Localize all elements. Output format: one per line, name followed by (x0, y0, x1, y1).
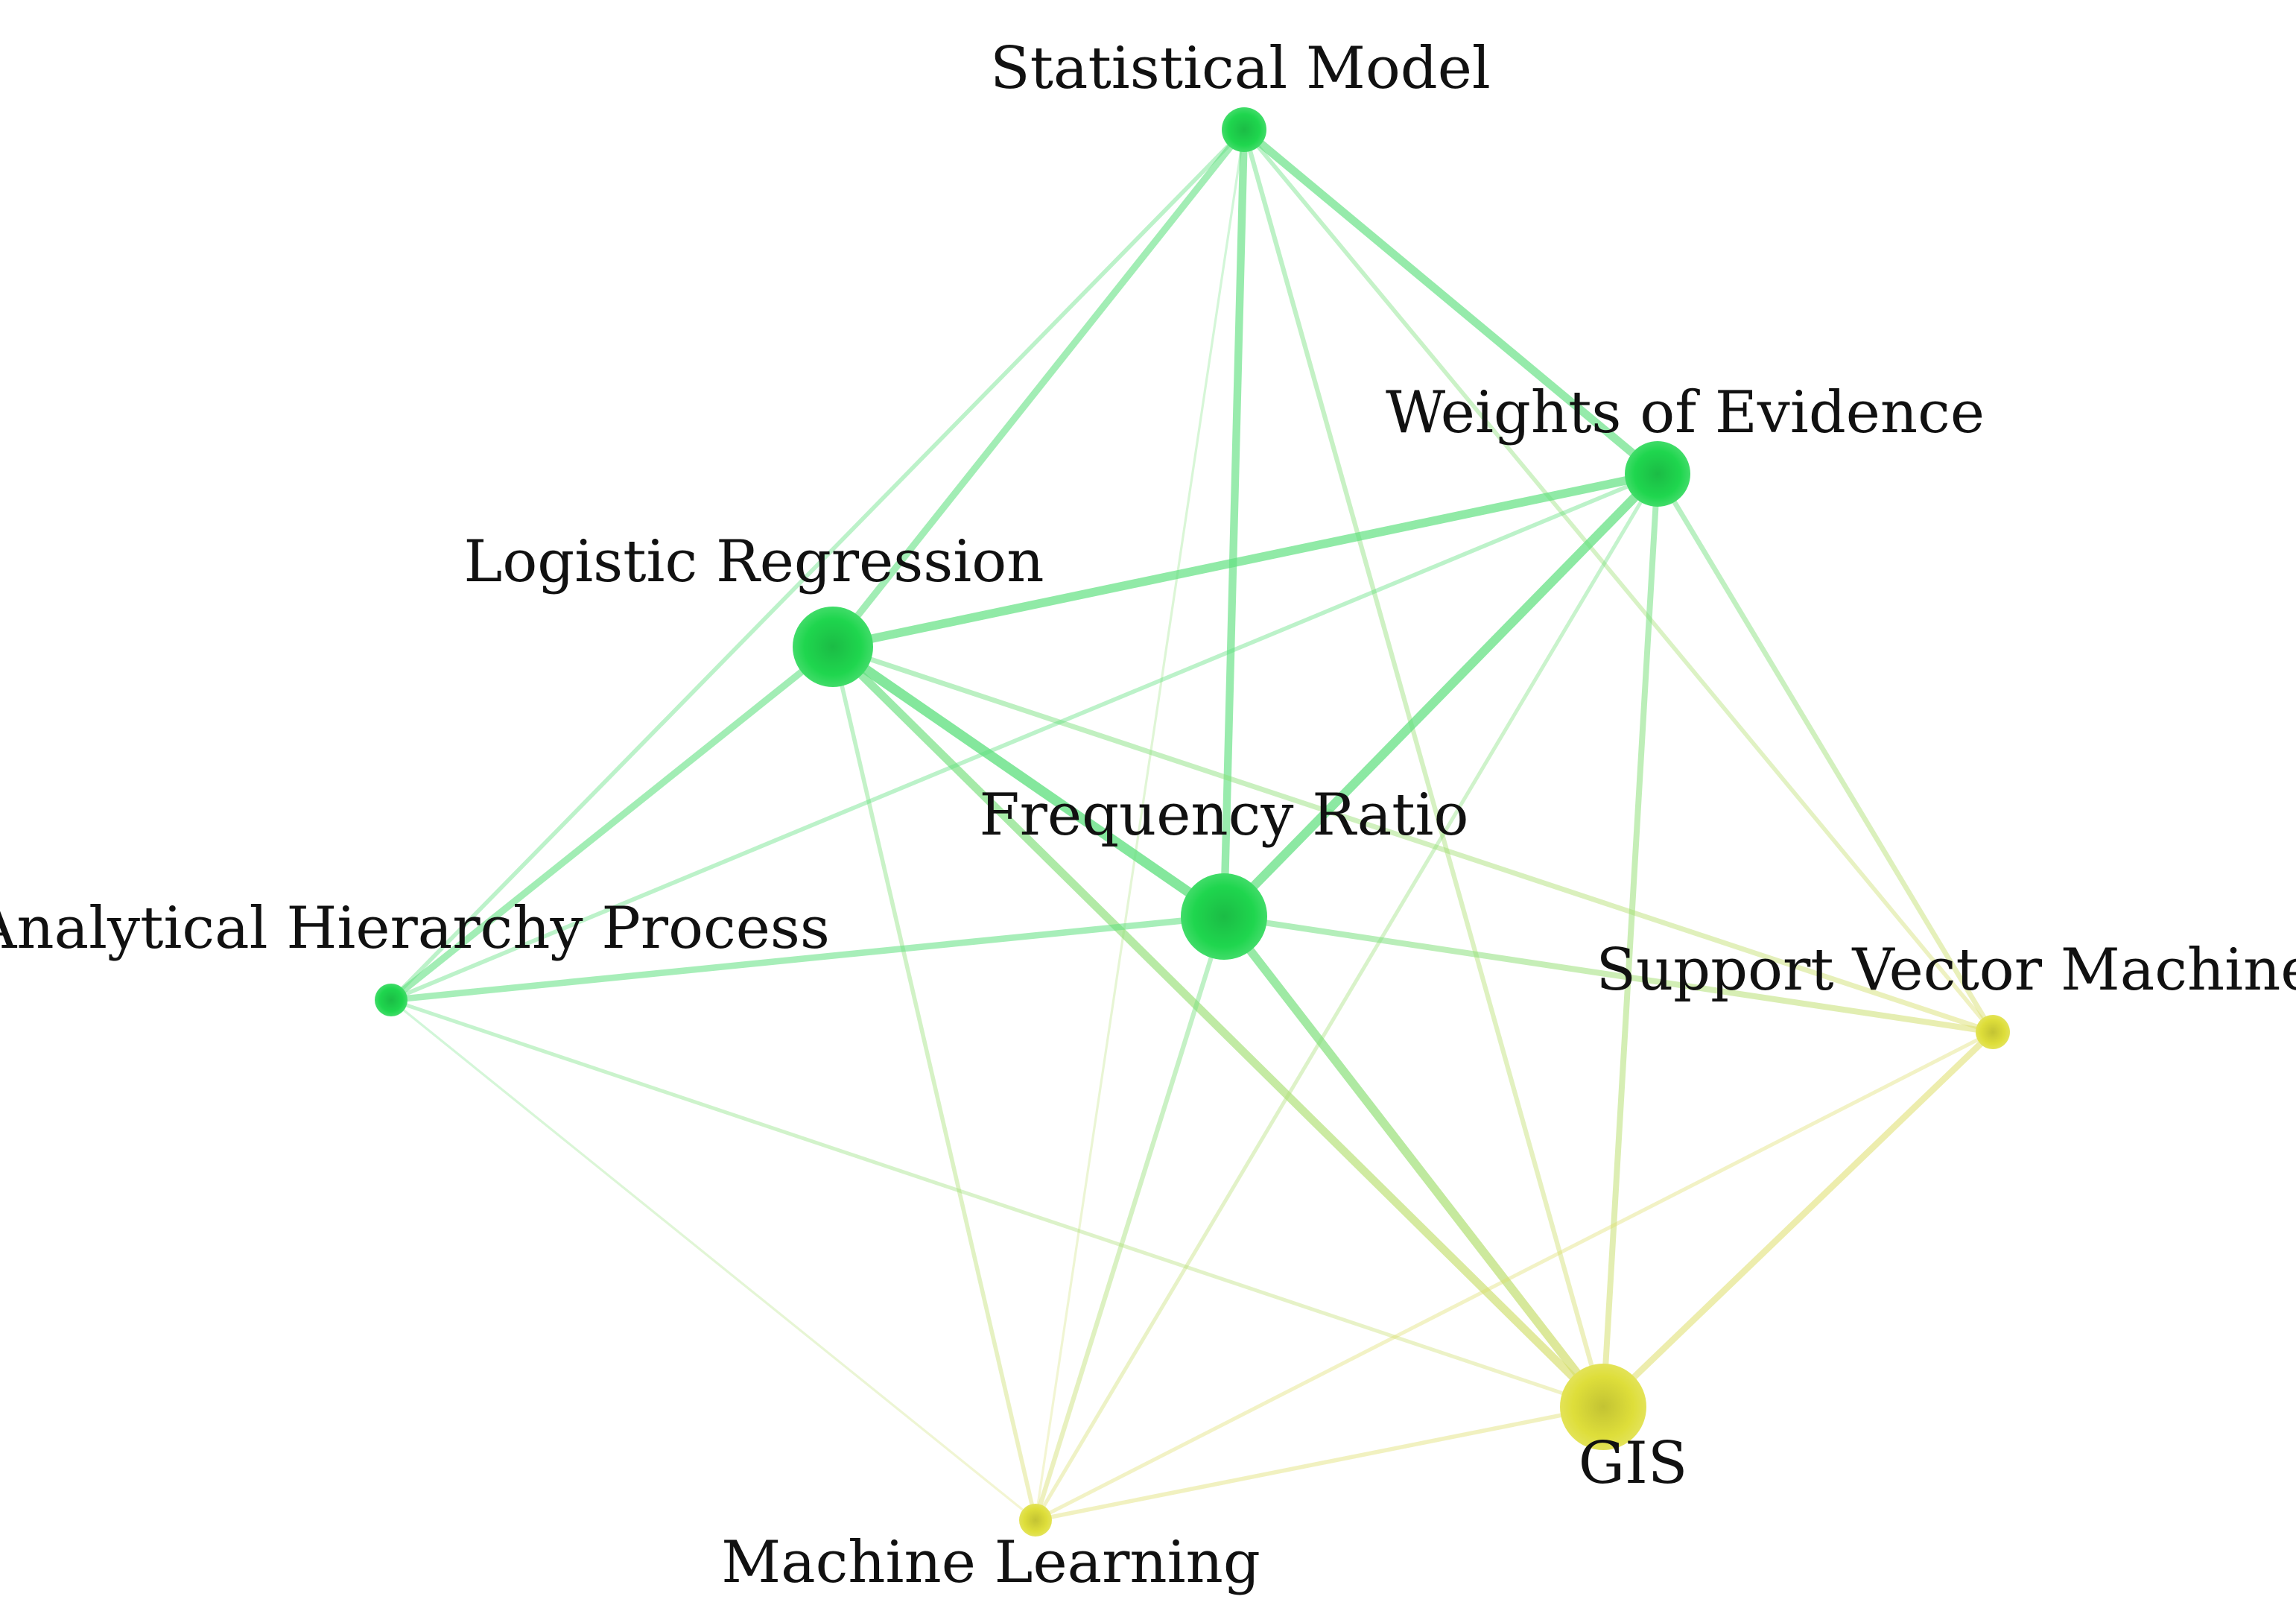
node-label-lr: Logistic Regression (464, 528, 1044, 595)
edge-stat-woe (1240, 125, 1662, 478)
node-gis[interactable] (1560, 1364, 1646, 1450)
edge-ahp-gis (389, 998, 1605, 1409)
node-svm[interactable] (1976, 1015, 2010, 1049)
edge-woe-ahp (389, 472, 1660, 1002)
edge-stat-lr (829, 126, 1248, 651)
edge-woe-svm (1655, 471, 1996, 1035)
edge-ahp-ml (390, 999, 1037, 1522)
node-label-woe: Weights of Evidence (1386, 379, 1985, 446)
edge-stat-gis (1241, 127, 1606, 1410)
edge-woe-gis (1600, 471, 1661, 1410)
edge-stat-fr (1220, 125, 1249, 921)
node-ml[interactable] (1019, 1504, 1052, 1537)
node-label-svm: Support Vector Machine (1596, 937, 2296, 1004)
node-label-ahp: Analytical Hierarchy Process (0, 895, 830, 962)
edge-stat-svm (1242, 127, 1995, 1034)
edge-lr-svm (830, 644, 1996, 1035)
edge-fr-svm (1221, 914, 1996, 1035)
edge-stat-ahp (389, 127, 1246, 1002)
edge-woe-ml (1033, 472, 1660, 1522)
node-ahp[interactable] (375, 984, 407, 1016)
node-label-fr: Frequency Ratio (980, 782, 1469, 849)
edge-gis-ml (1033, 1405, 1605, 1522)
edge-woe-fr (1219, 469, 1663, 922)
edge-gis-svm (1599, 1028, 1997, 1411)
node-label-stat: Statistical Model (990, 35, 1491, 102)
edge-fr-ml (1033, 914, 1227, 1523)
edge-lr-ahp (387, 643, 837, 1004)
node-label-gis: GIS (1579, 1430, 1688, 1497)
edge-svm-ml (1033, 1030, 1995, 1522)
edge-fr-ahp (387, 913, 1228, 1004)
edge-fr-gis (1220, 912, 1608, 1411)
node-lr[interactable] (793, 607, 873, 687)
node-fr[interactable] (1181, 873, 1267, 960)
edge-lr-fr (828, 642, 1229, 922)
edge-lr-woe (828, 469, 1662, 651)
edge-lr-ml (831, 645, 1038, 1522)
edge-lr-gis (828, 642, 1608, 1411)
node-stat[interactable] (1222, 107, 1266, 152)
node-label-ml: Machine Learning (721, 1529, 1260, 1596)
node-woe[interactable] (1625, 441, 1690, 507)
edges-layer (387, 125, 1997, 1523)
edge-stat-ml (1034, 128, 1246, 1522)
nodes-layer (375, 107, 2010, 1537)
